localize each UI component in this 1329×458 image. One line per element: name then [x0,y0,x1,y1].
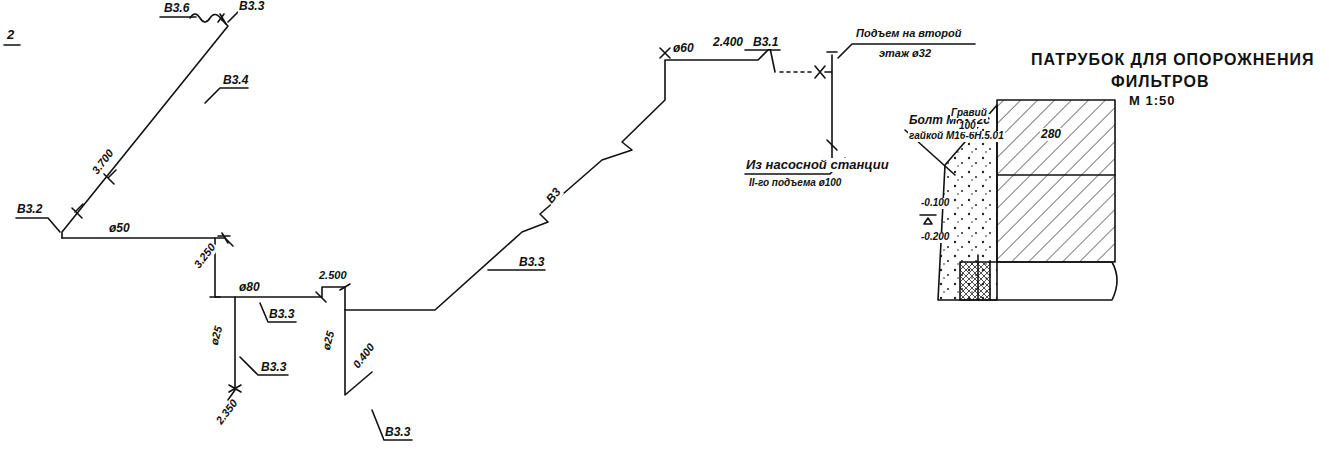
pipe-label: В3.3 [238,0,265,13]
note: Подъем на второй [855,28,962,40]
sheet-number: 2 [6,28,15,42]
note: II-го подъема ø100 [748,178,842,189]
part-label: гайкой М16-6Н.5.01 [908,131,1005,142]
diameter-label: ø25 [320,329,337,352]
elevation-mark: 2.400 [712,36,744,49]
note: этаж ø32 [878,48,932,60]
pipe-label: В3.3 [268,308,295,321]
dimension: 100 [958,121,977,132]
scale-label: М 1:50 [1128,94,1176,108]
diameter-label: ø80 [238,281,261,294]
pipe-label: В3.1 [752,36,779,49]
note: Из насосной станции [745,158,890,172]
pipe-label: В3 [543,185,564,206]
pipe-label: В3.4 [222,74,249,87]
pipe-label: В3.3 [260,361,287,374]
elevation-mark: 2.350 [213,397,240,427]
diameter-label: ø60 [672,42,695,55]
elevation-mark: 0.400 [350,341,377,371]
dimension: 280 [1040,128,1062,141]
pipe-label: В3.3 [384,426,411,439]
pipe-label: В3.6 [163,2,190,15]
material-label: Гравий [950,108,988,119]
elevation-mark: 2.500 [318,270,348,282]
detail-title: ПАТРУБОК ДЛЯ ОПОРОЖНЕНИЯ [1030,52,1316,69]
pipe-label: В3.2 [16,203,43,216]
pipe-label: В3.3 [518,256,545,269]
detail-title: ФИЛЬТРОВ [1110,74,1211,91]
elevation-mark: -0.100 [920,198,950,209]
diameter-label: ø25 [208,324,225,347]
elevation-mark: -0.200 [920,232,950,243]
diameter-label: ø50 [108,222,131,235]
